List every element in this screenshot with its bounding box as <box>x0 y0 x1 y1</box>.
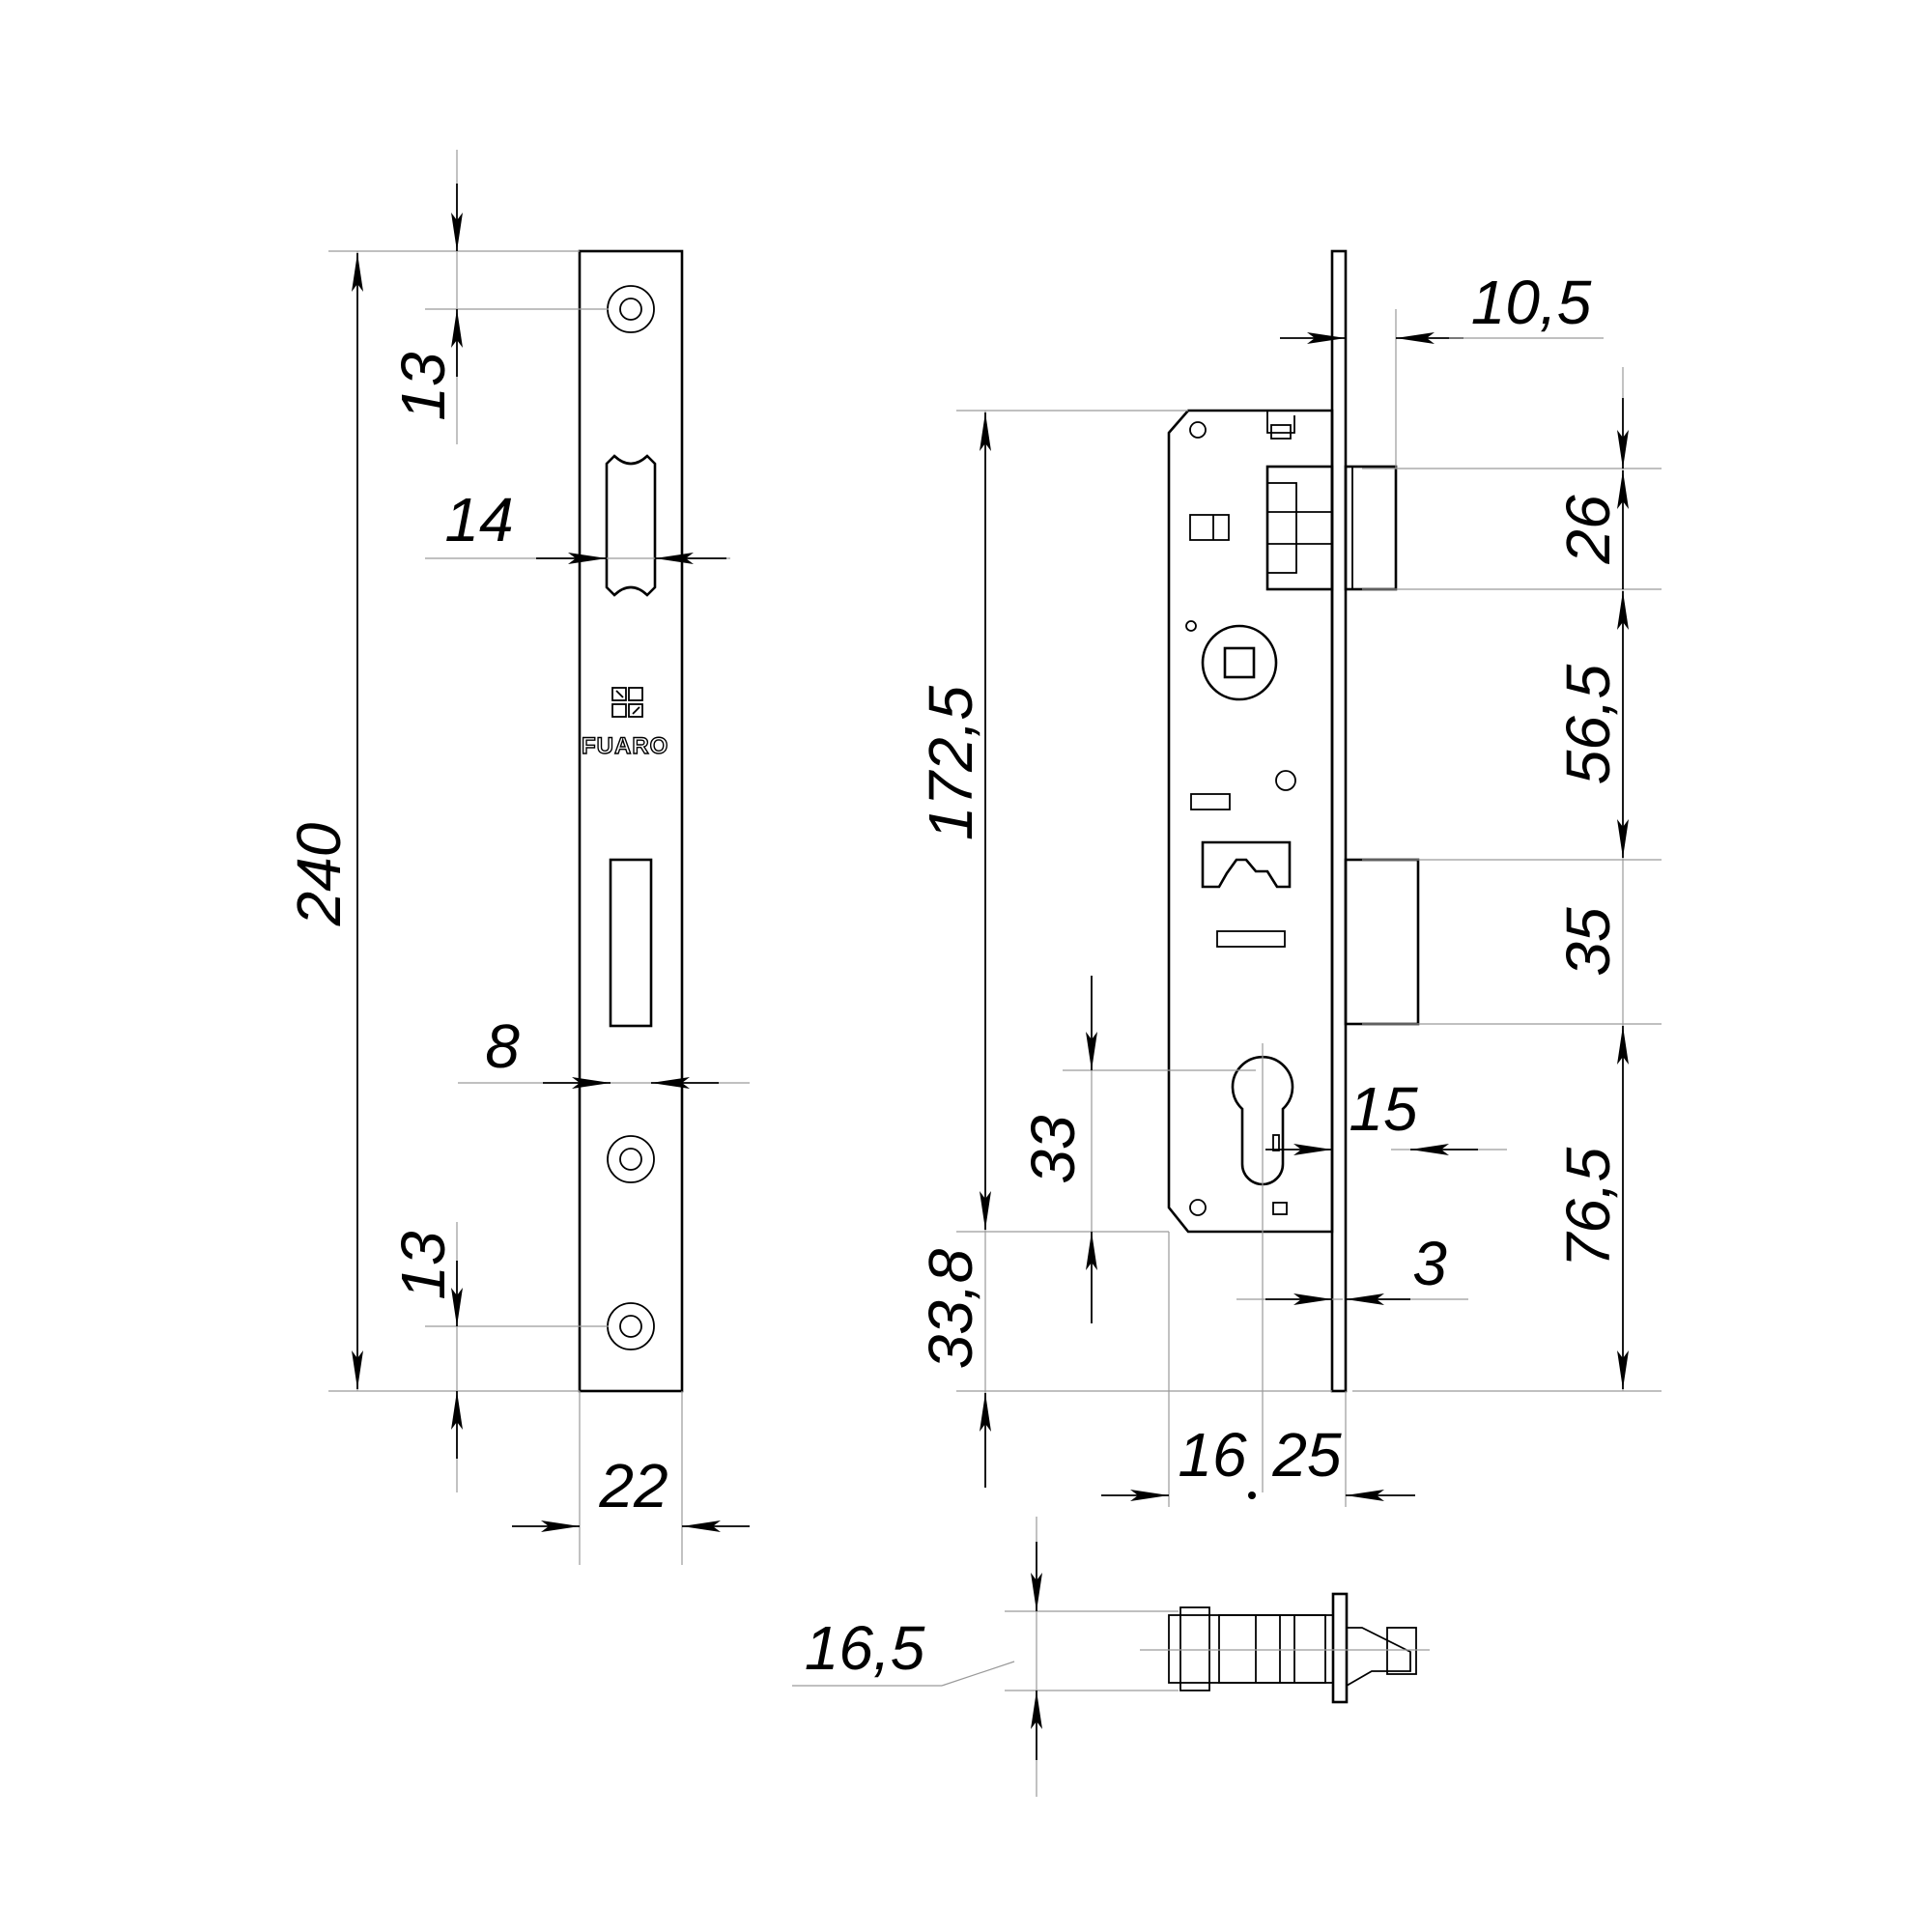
dim-latch-width: 16,5 <box>805 1613 925 1683</box>
dim-latch-height: 26 <box>1553 495 1623 565</box>
logo-emblem <box>611 687 643 718</box>
dim-latch-hole-width: 14 <box>444 485 513 554</box>
dim-backset-right: 25 <box>1271 1420 1342 1490</box>
cylinder-cutout <box>1231 1055 1294 1186</box>
latch <box>1265 465 1398 591</box>
lock-body-outline <box>1167 409 1334 1234</box>
faceplate-view: FUARO 240 13 <box>284 150 750 1565</box>
top-screw-hole <box>607 285 655 333</box>
faceplate-outline <box>578 249 684 1393</box>
dim-bottom-hole: 13 <box>388 1231 458 1300</box>
deadbolt <box>1344 858 1420 1026</box>
bolt-mechanism <box>1201 840 1292 889</box>
slot-upper <box>1189 514 1230 541</box>
dim-bolt-height: 35 <box>1553 907 1623 977</box>
dim-cylinder-offset: 15 <box>1349 1074 1418 1144</box>
dim-bolt-to-bottom: 76,5 <box>1553 1147 1623 1267</box>
dim-faceplate-thickness: 10,5 <box>1471 268 1592 337</box>
bottom-screw-hole <box>607 1302 655 1350</box>
faceplate-side <box>1330 249 1348 1393</box>
slot-lower <box>1216 930 1286 948</box>
dim-body-height: 172,5 <box>916 686 985 841</box>
slot-middle <box>1190 793 1231 810</box>
dim-top-hole: 13 <box>388 352 458 421</box>
spindle-hub <box>1201 624 1278 701</box>
dim-bolt-hole-width: 8 <box>485 1011 520 1081</box>
latch-hole <box>605 454 657 597</box>
dim-backset-left: 16 <box>1178 1420 1247 1490</box>
brand-logo: FUARO <box>581 687 668 760</box>
body-screw-top <box>1189 421 1207 439</box>
middle-screw-hole <box>607 1135 655 1183</box>
latch-faceplate <box>1331 1592 1349 1704</box>
body-screw-bottom <box>1189 1199 1207 1216</box>
dim-faceplate-height: 240 <box>284 822 354 926</box>
lock-body-view: 172,5 33,8 33 10,5 26 56,5 35 76,5 15 3 <box>916 249 1662 1507</box>
latch-top-view: 16,5 <box>792 1517 1430 1797</box>
brand-name: FUARO <box>582 733 668 759</box>
dim-latch-to-bolt: 56,5 <box>1553 664 1623 784</box>
dim-small-offset: 3 <box>1412 1229 1447 1298</box>
dim-cylinder-spacing: 33 <box>1018 1115 1088 1184</box>
dim-bottom-offset: 33,8 <box>916 1248 985 1369</box>
bolt-hole <box>609 858 653 1028</box>
dim-faceplate-width: 22 <box>598 1451 668 1520</box>
